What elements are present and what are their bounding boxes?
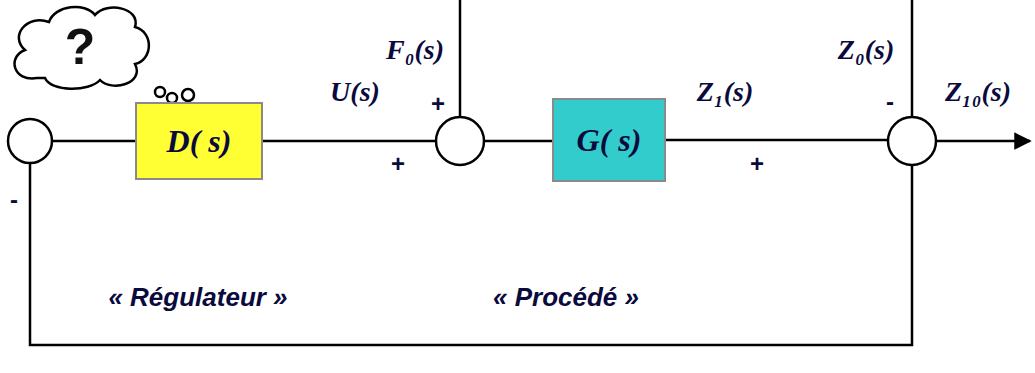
sign-mark: +	[391, 150, 405, 178]
summing-junction	[8, 119, 52, 163]
node-text: D( s)	[167, 123, 232, 160]
process-box: G( s)	[552, 98, 666, 182]
signal-name: Z₁₀(s)	[945, 76, 1011, 108]
signal-name: Z₀(s)	[838, 34, 894, 66]
controller-box: D( s)	[135, 102, 263, 180]
sign-mark: +	[750, 150, 764, 178]
sign-mark: -	[10, 186, 18, 214]
block-caption: « Procédé »	[493, 282, 639, 313]
thought-bubble	[155, 87, 165, 97]
node-text: ?	[65, 18, 96, 76]
disturbance-wire	[911, 0, 914, 116]
summing-junction	[436, 117, 484, 165]
block-caption: « Régulateur »	[108, 282, 287, 313]
thought-cloud: ?	[5, 2, 155, 92]
signal-name: F₀(s)	[386, 34, 444, 66]
disturbance-wire	[459, 0, 462, 116]
summing-junction	[888, 117, 936, 165]
signal-connector	[263, 140, 552, 143]
node-text: G( s)	[577, 122, 642, 159]
signal-name: U(s)	[330, 76, 380, 108]
sign-mark: +	[431, 90, 445, 118]
thought-bubble	[182, 89, 194, 101]
sign-mark: -	[886, 88, 894, 116]
output-wire	[936, 140, 1030, 143]
signal-name: Z₁(s)	[697, 76, 753, 108]
